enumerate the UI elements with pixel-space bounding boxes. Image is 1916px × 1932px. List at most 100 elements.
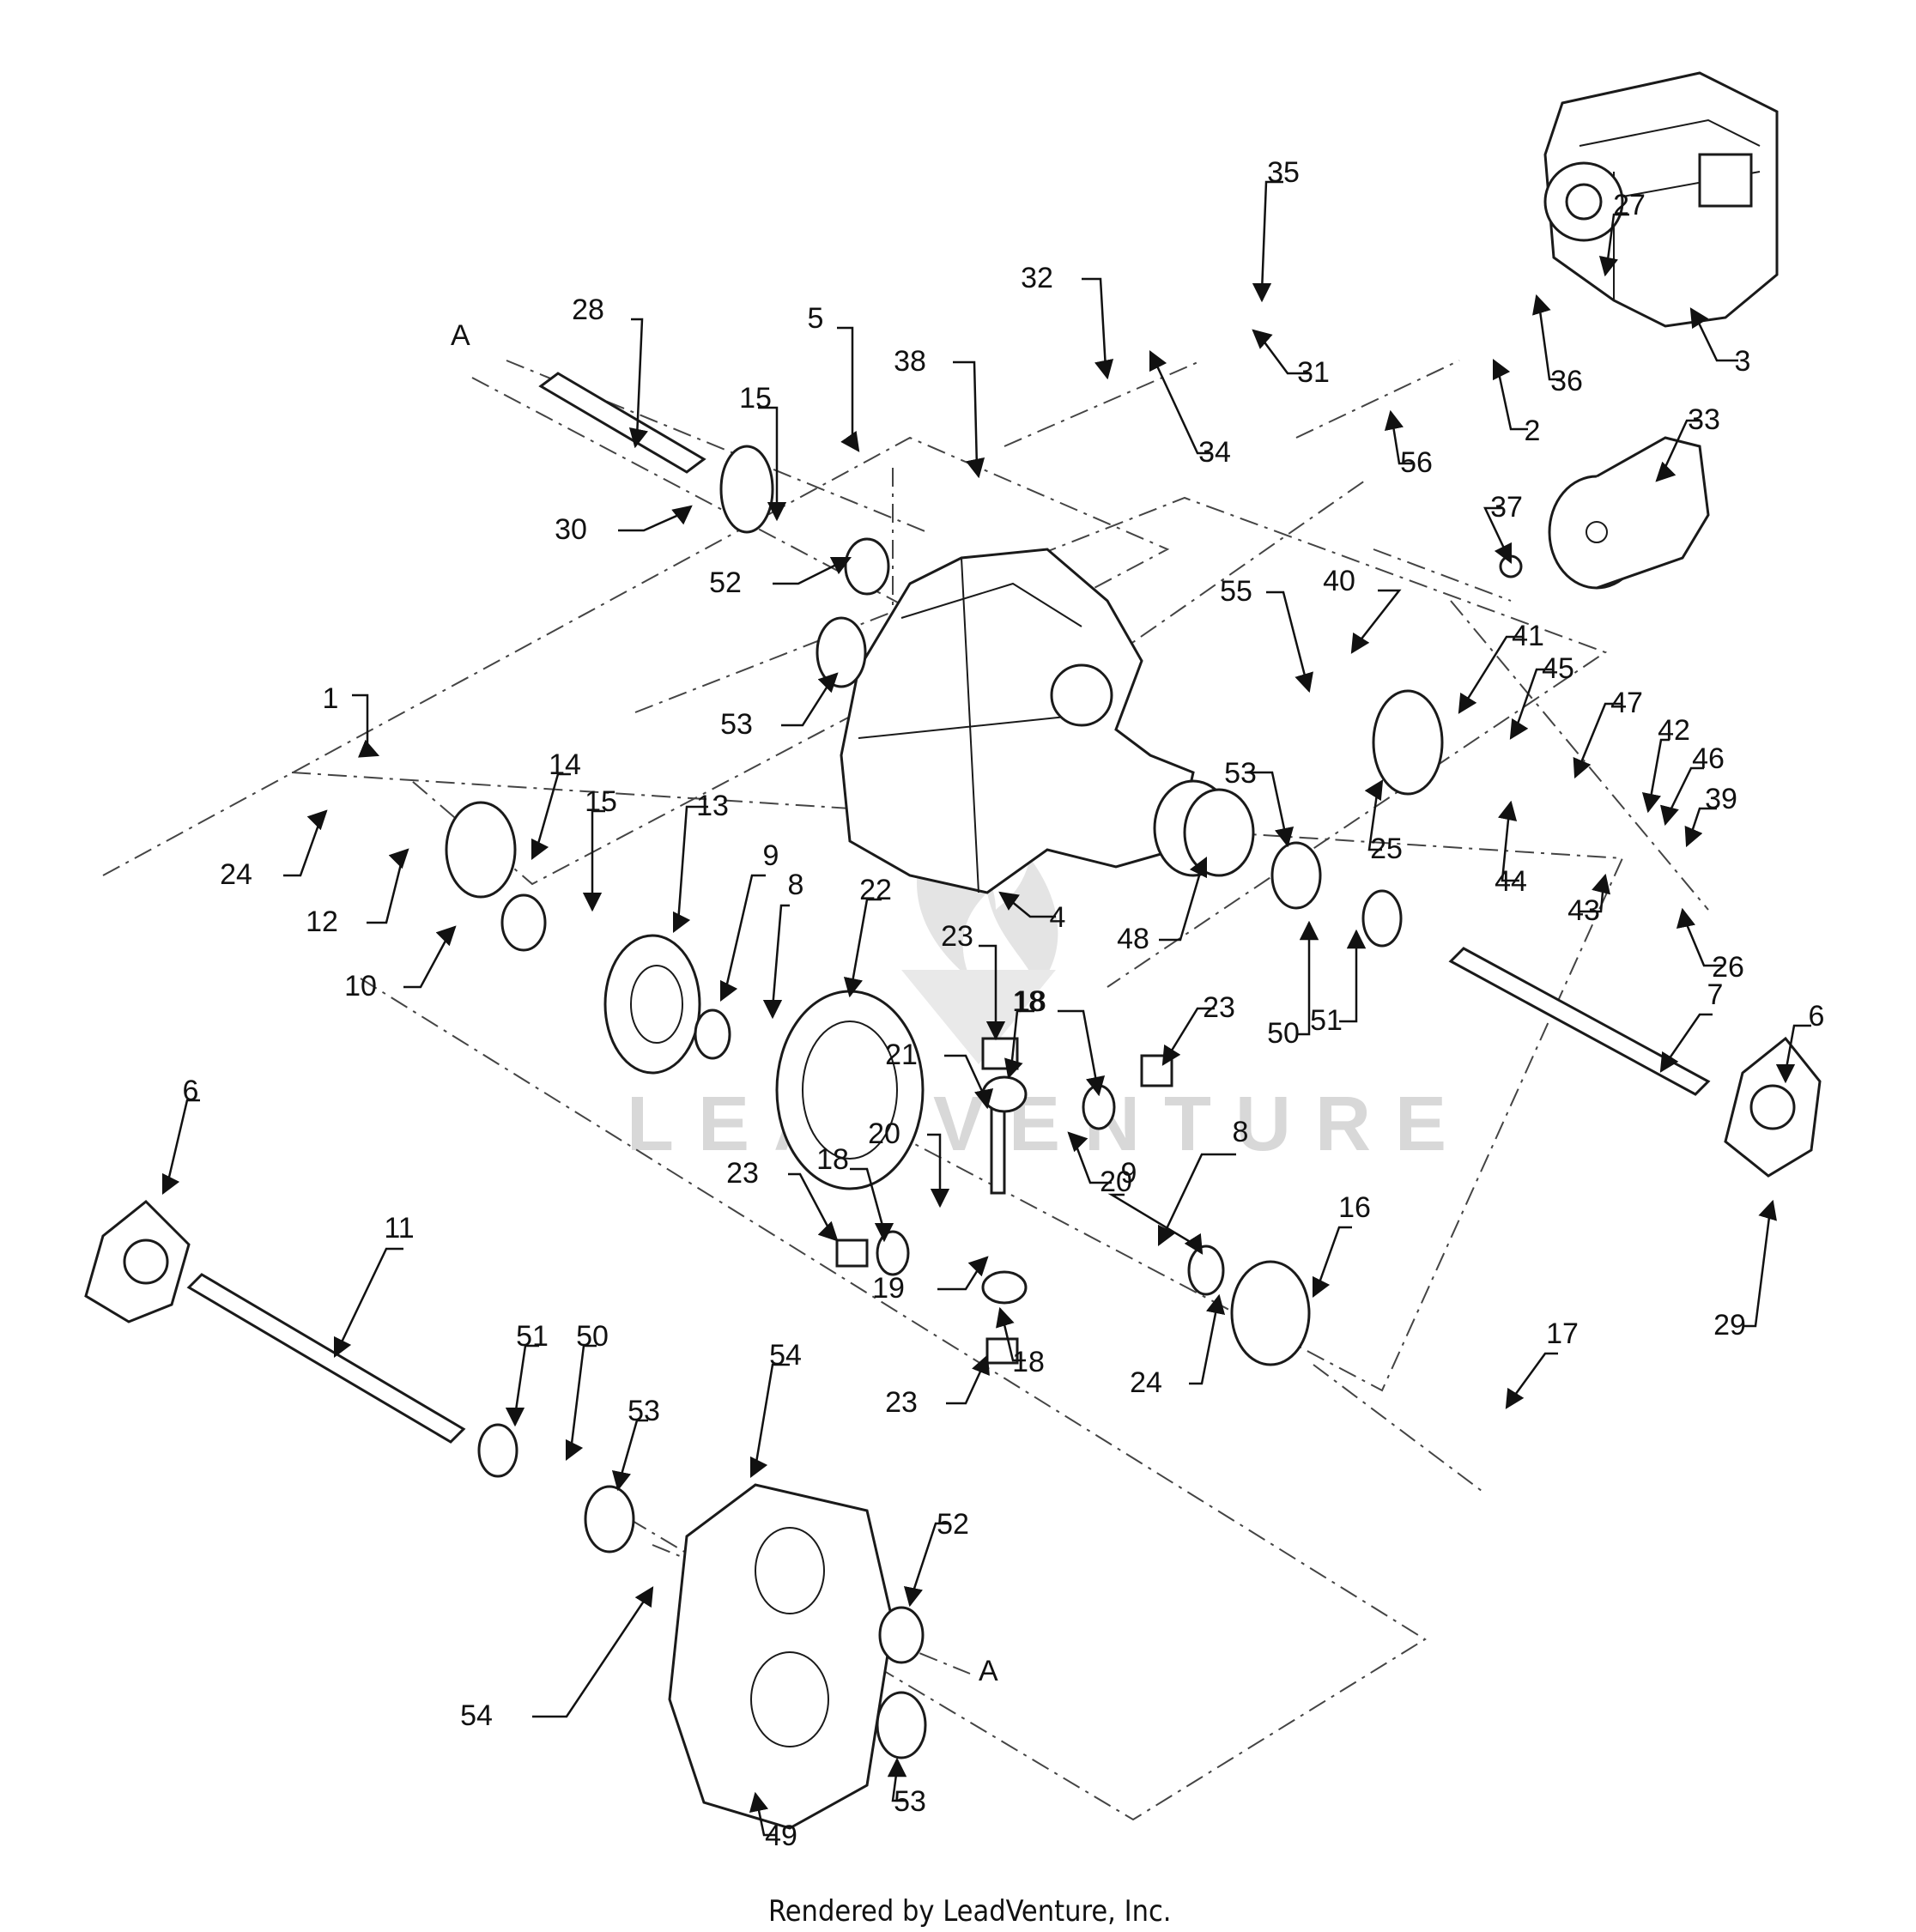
leader-line-16: [1312, 1226, 1352, 1299]
leader-line-34: [1149, 349, 1210, 455]
leader-line-23: [1161, 1007, 1215, 1066]
callout-label-8: 8: [1233, 1116, 1249, 1148]
leader-line-26: [1676, 907, 1724, 967]
callout-label-52: 52: [709, 566, 742, 599]
watermark: LEADVENTURE: [627, 824, 1470, 1167]
callout-label-14: 14: [549, 748, 581, 781]
leader-line-51: [505, 1344, 539, 1427]
callout-label-50: 50: [576, 1320, 609, 1353]
leader-line-43: [1579, 873, 1611, 913]
leader-line-44: [1497, 800, 1519, 882]
callout-label-53: 53: [894, 1785, 926, 1818]
callout-label-23: 23: [726, 1157, 759, 1190]
callout-label-7: 7: [1707, 978, 1724, 1011]
callout-label-8: 8: [788, 869, 804, 901]
callout-label-52: 52: [937, 1508, 969, 1541]
callout-label-47: 47: [1610, 687, 1643, 719]
callout-label-4: 4: [1050, 901, 1066, 934]
leader-line-15: [758, 406, 787, 522]
callout-label-48: 48: [1117, 923, 1149, 955]
callout-label-36: 36: [1550, 365, 1583, 397]
callout-label-33: 33: [1688, 403, 1720, 436]
callout-label-2: 2: [1525, 415, 1541, 447]
footer-credit: Rendered by LeadVenture, Inc.: [768, 1894, 1172, 1929]
leader-line-13: [672, 805, 708, 934]
leader-line-55: [1266, 591, 1313, 693]
leader-line-25: [1364, 779, 1384, 851]
callout-label-40: 40: [1323, 565, 1355, 597]
leader-line-30: [618, 505, 693, 532]
leader-line-7: [1659, 1013, 1713, 1073]
leader-line-50: [565, 1344, 597, 1462]
callout-label-21: 21: [885, 1039, 918, 1071]
callout-label-51: 51: [516, 1320, 549, 1353]
leader-line-52: [773, 556, 852, 585]
parts: [84, 71, 1822, 1830]
leader-line-15: [582, 809, 605, 912]
callout-label-51: 51: [1310, 1004, 1343, 1037]
callout-label-30: 30: [555, 513, 587, 546]
callout-label-42: 42: [1658, 714, 1690, 747]
callout-label-6: 6: [183, 1075, 199, 1107]
leader-line-6: [161, 1099, 200, 1196]
callout-label-13: 13: [696, 790, 729, 822]
leader-line-17: [1505, 1352, 1558, 1409]
leader-line-3: [1689, 307, 1738, 362]
leader-line-42: [1641, 738, 1670, 814]
callout-label-12: 12: [306, 905, 338, 938]
leader-line-49: [749, 1791, 777, 1837]
callout-label-53: 53: [1224, 757, 1257, 790]
callout-label-46: 46: [1692, 742, 1725, 775]
leader-line-11: [333, 1247, 403, 1359]
callout-label-43: 43: [1567, 894, 1600, 927]
leader-line-47: [1573, 702, 1622, 779]
leader-line-50: [1296, 920, 1319, 1036]
leader-line-20: [1067, 1131, 1112, 1184]
leader-line-27: [1598, 213, 1629, 277]
callout-label-24: 24: [1130, 1366, 1162, 1399]
leader-line-36: [1532, 294, 1562, 381]
leader-line-9: [719, 874, 766, 1002]
callout-label-31: 31: [1297, 356, 1330, 389]
leader-line-32: [1082, 277, 1114, 380]
callout-label-53: 53: [628, 1395, 660, 1427]
callout-label-28: 28: [572, 294, 604, 326]
callout-label-50: 50: [1267, 1017, 1300, 1050]
callout-label-23: 23: [941, 920, 973, 953]
callout-label-25: 25: [1370, 833, 1403, 865]
bull-gear: [775, 990, 925, 1190]
callout-label-18: 18: [816, 1143, 849, 1176]
leader-line-37: [1483, 506, 1513, 565]
leader-line-22: [843, 898, 882, 998]
callout-label-15: 15: [585, 785, 617, 818]
leader-line-23: [946, 1354, 990, 1405]
leader-line-12: [367, 848, 409, 924]
leader-line-2: [1492, 358, 1528, 431]
callout-label-29: 29: [1713, 1309, 1746, 1341]
leader-line-54: [749, 1363, 790, 1479]
watermark-text: LEADVENTURE: [627, 1081, 1470, 1167]
leader-line-53: [781, 672, 839, 727]
callout-label-24: 24: [220, 858, 252, 891]
input-shaft: [538, 372, 774, 534]
section-marker-a-top: A: [451, 319, 470, 352]
leader-line-54: [532, 1586, 654, 1718]
callout-label-9: 9: [763, 839, 779, 872]
leader-line-23: [788, 1172, 839, 1242]
callout-label-39: 39: [1705, 783, 1737, 815]
leader-line-45: [1509, 668, 1554, 740]
main-transmission-case: [840, 548, 1255, 894]
callout-label-54: 54: [769, 1339, 802, 1372]
leader-line-48: [1159, 856, 1208, 942]
section-marker-a-bottom: A: [979, 1655, 998, 1687]
callout-label-18: 18: [1014, 985, 1046, 1018]
callout-label-11: 11: [384, 1212, 414, 1245]
leader-line-1: [352, 693, 380, 758]
leader-line-33: [1655, 419, 1700, 482]
leader-line-39: [1684, 807, 1717, 848]
callout-label-20: 20: [1100, 1166, 1132, 1198]
callout-label-18: 18: [1012, 985, 1045, 1018]
callout-label-32: 32: [1021, 262, 1053, 294]
callout-label-22: 22: [859, 874, 892, 906]
